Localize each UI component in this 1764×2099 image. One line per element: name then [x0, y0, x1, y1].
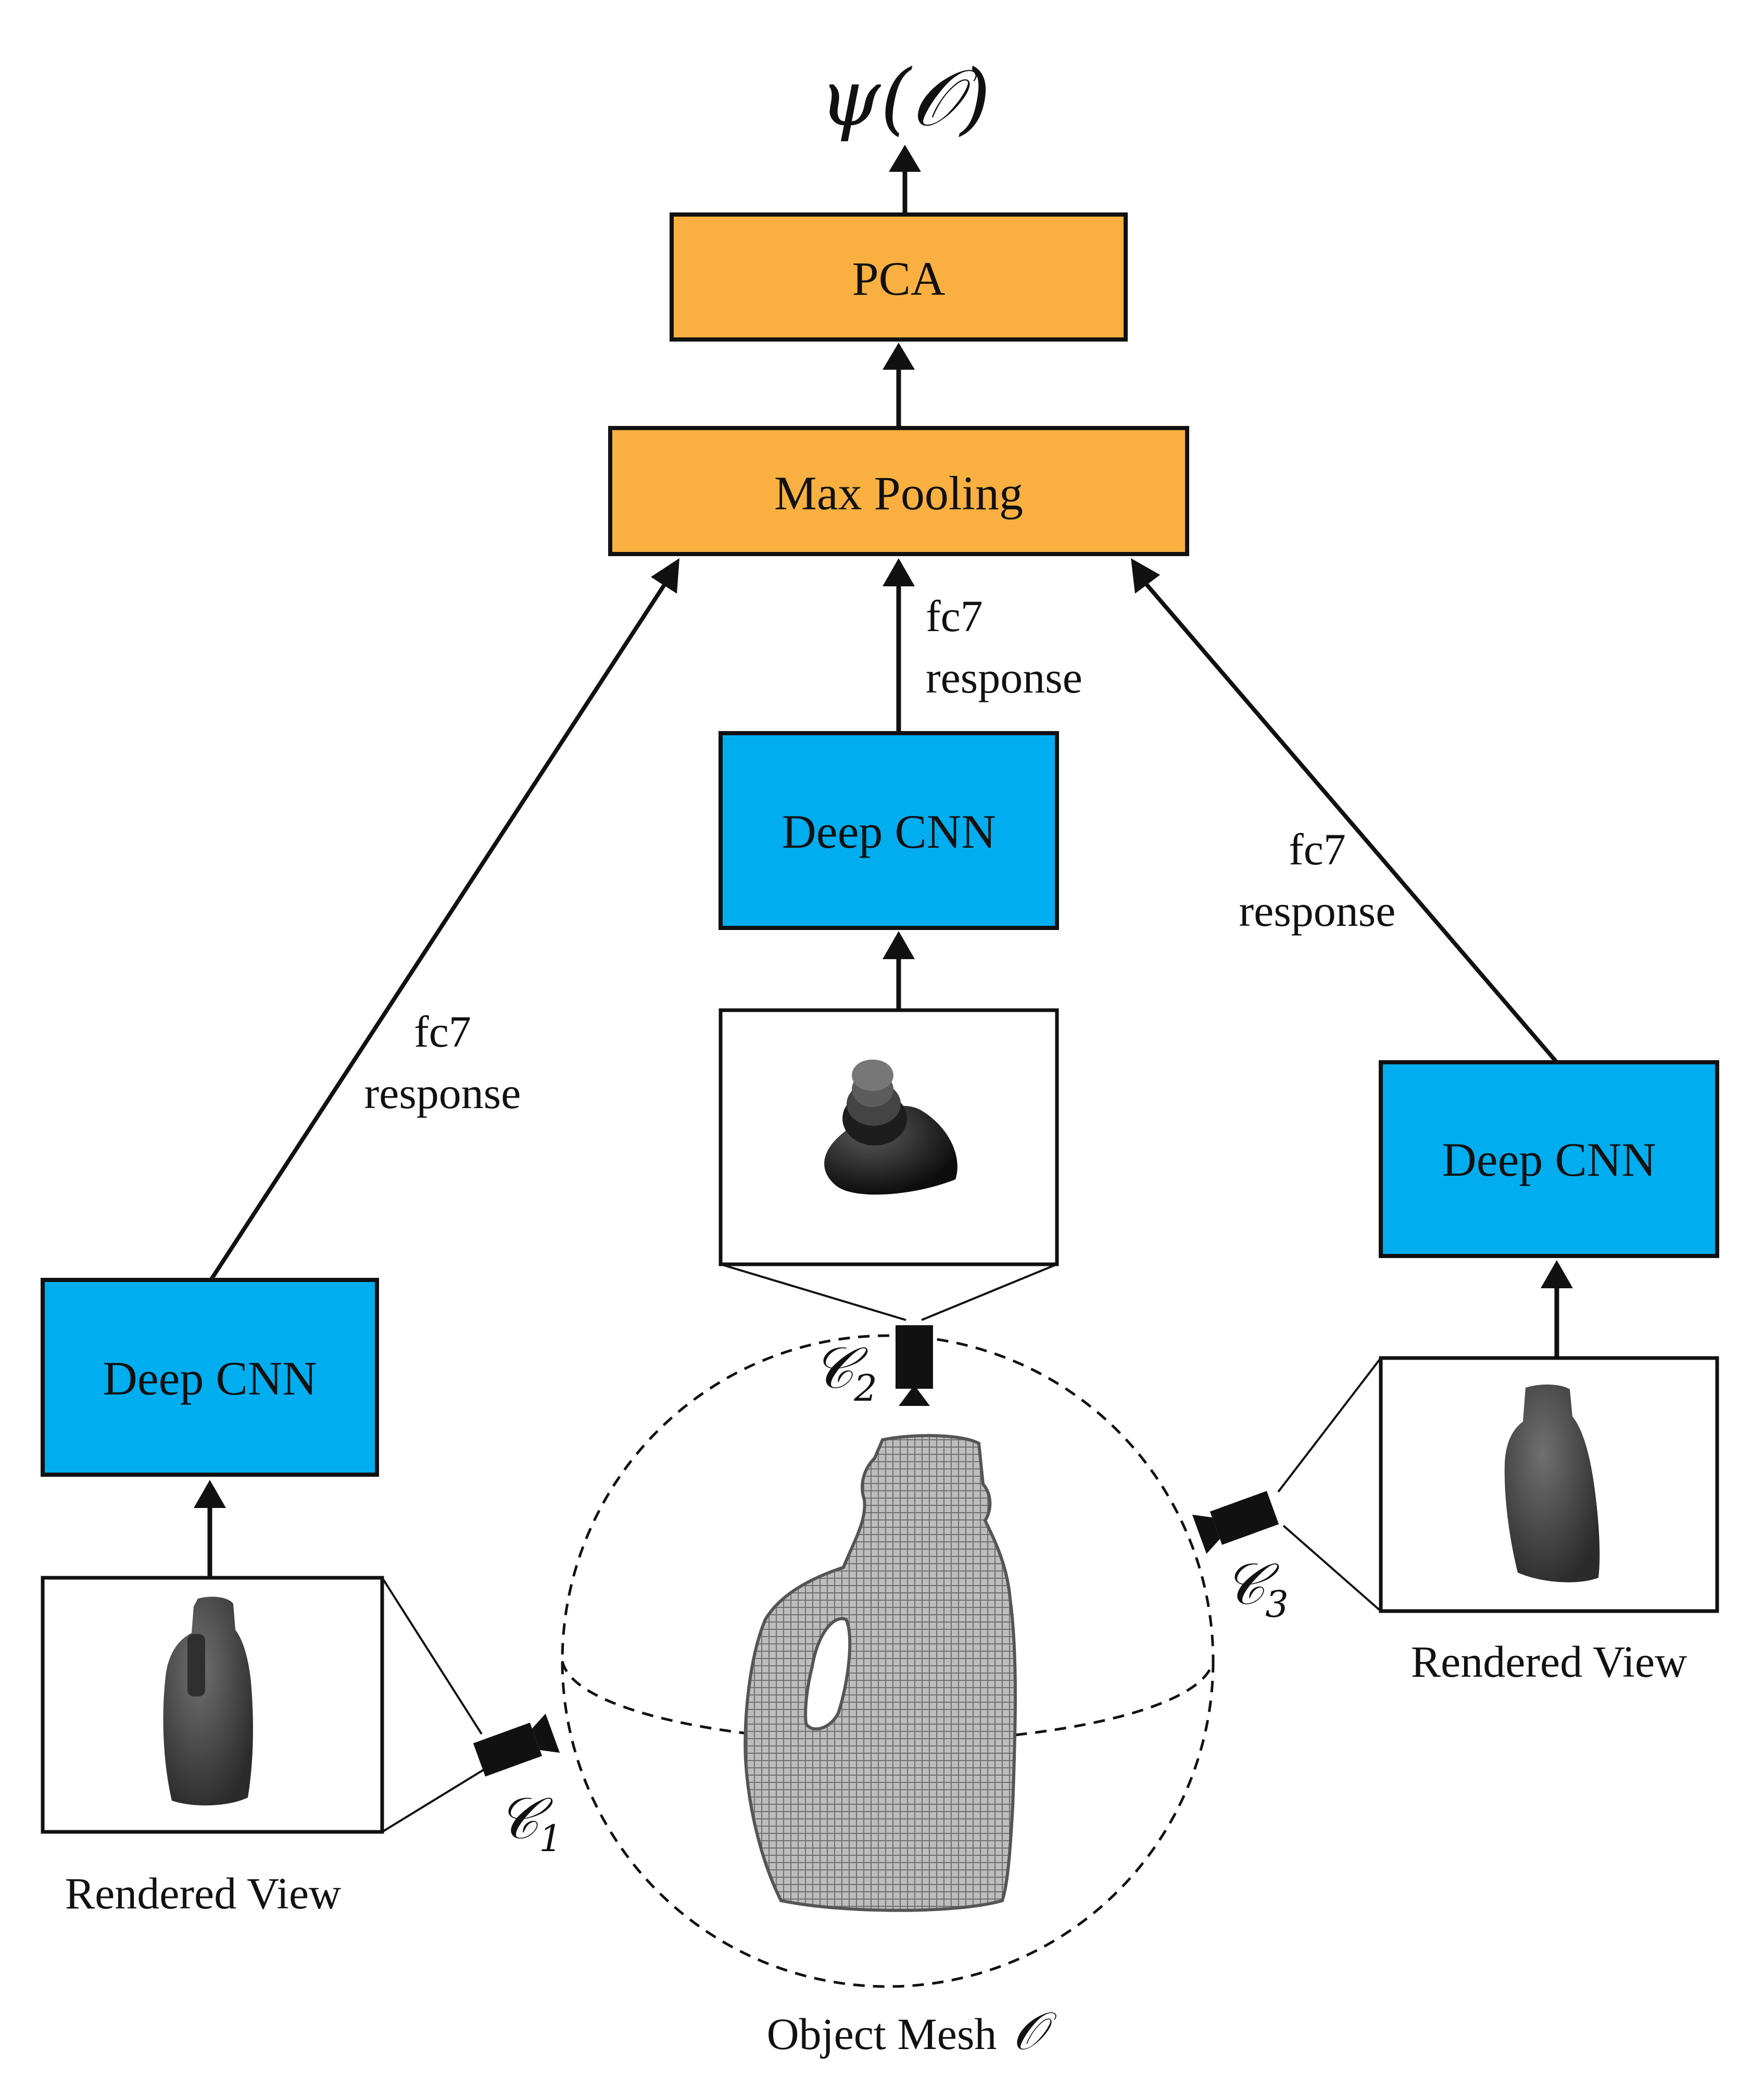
right-edge-label-line1: fc7: [1289, 824, 1346, 874]
camera-c3-icon: [1192, 1491, 1279, 1554]
center-view-frustum: [720, 1263, 1057, 1321]
center-rendered-view: [719, 1008, 1059, 1266]
center-edge-label-line2: response: [926, 652, 1082, 702]
right-render-bottle: [1504, 1384, 1600, 1582]
right-cnn-label: Deep CNN: [1442, 1133, 1656, 1186]
center-render-bottle-top-view: [824, 1060, 957, 1195]
output-label: ψ(𝒪): [819, 53, 990, 144]
camera-c2-icon: [896, 1325, 933, 1406]
object-mesh-bottle: [744, 1434, 1017, 1912]
max-pooling-box: Max Pooling: [608, 426, 1189, 556]
right-rendered-view: [1379, 1356, 1719, 1613]
arrow-right-cnn-to-maxpool: [1131, 558, 1559, 1064]
arrow-left-cnn-to-maxpool: [209, 558, 679, 1281]
right-cnn-box: Deep CNN: [1379, 1060, 1719, 1258]
left-edge-label-line2: response: [364, 1068, 521, 1118]
pca-label: PCA: [852, 252, 946, 305]
camera-c2-label: 𝒞2: [812, 1335, 877, 1410]
arrow-center-cnn-to-maxpool: [883, 558, 915, 733]
arrow-right-view-to-cnn: [1541, 1260, 1573, 1358]
center-cnn-box: Deep CNN: [719, 731, 1059, 930]
arrow-left-view-to-cnn: [194, 1480, 226, 1578]
left-cnn-box: Deep CNN: [41, 1278, 379, 1477]
left-edge-label-line1: fc7: [414, 1007, 471, 1057]
max-pooling-label: Max Pooling: [774, 467, 1023, 520]
left-render-bottle: [163, 1597, 253, 1806]
left-cnn-label: Deep CNN: [103, 1352, 317, 1405]
left-view-frustum: [381, 1577, 488, 1833]
arrow-maxpool-to-pca: [883, 343, 915, 428]
right-edge-label-line2: response: [1239, 886, 1396, 936]
camera-c3-label: 𝒞3: [1224, 1551, 1289, 1626]
arrow-center-view-to-cnn: [883, 931, 915, 1010]
right-rendered-view-label: Rendered View: [1411, 1637, 1687, 1687]
camera-c1-icon: [473, 1713, 560, 1777]
center-cnn-label: Deep CNN: [782, 805, 996, 858]
left-rendered-view: [41, 1576, 384, 1834]
right-view-frustum: [1277, 1357, 1382, 1612]
arrow-pca-to-output: [889, 145, 921, 219]
center-edge-label-line1: fc7: [926, 591, 983, 641]
pca-box: PCA: [670, 212, 1128, 342]
camera-c1-label: 𝒞1: [497, 1785, 562, 1860]
left-rendered-view-label: Rendered View: [65, 1868, 342, 1918]
